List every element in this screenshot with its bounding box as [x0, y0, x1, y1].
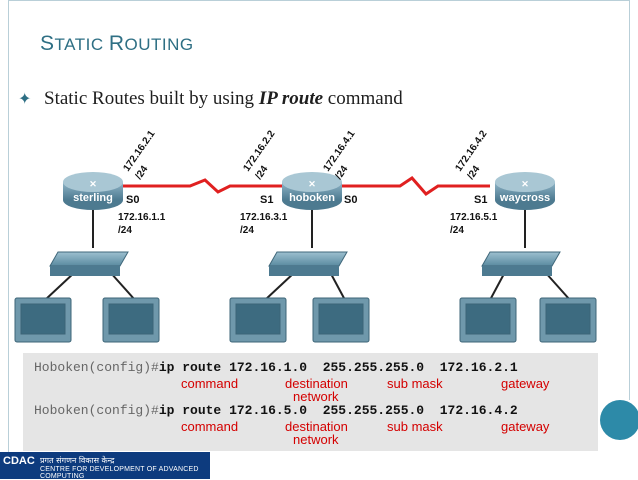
label-network: network [293, 432, 339, 447]
command-prompt: Hoboken(config)# [34, 360, 159, 375]
command-destination: 172.16.1.0 [229, 360, 308, 375]
router-ip-label: 172.16.5.1 [450, 212, 498, 223]
command-mask: 255.255.255.0 [322, 360, 425, 375]
interface-label: S1 [260, 194, 273, 206]
pc-icon [459, 297, 517, 343]
label-sub-mask: sub mask [387, 419, 443, 434]
switch-pc-links [44, 271, 571, 301]
interface-label: S0 [126, 194, 139, 206]
label-command: command [181, 376, 239, 391]
router-name-hoboken: hoboken [289, 192, 335, 204]
router-ip-label: 172.16.3.1 [240, 212, 288, 223]
command-line-2: Hoboken(config)#ip route 172.16.5.0 255.… [34, 403, 518, 418]
pc-icon [539, 297, 597, 343]
interface-label: S0 [344, 194, 357, 206]
bullet-icon: ✦ [18, 91, 32, 108]
command-keyword: ip route [158, 403, 222, 418]
router-name-sterling: sterling [73, 192, 113, 204]
label-gateway: gateway [501, 376, 550, 391]
command-mask: 255.255.255.0 [322, 403, 425, 418]
label-destination: destination [285, 376, 348, 391]
svg-text:✕: ✕ [308, 179, 316, 189]
router-name-waycross: waycross [499, 192, 550, 204]
bullet-suffix: command [323, 88, 403, 109]
svg-text:✕: ✕ [521, 179, 529, 189]
switch-icon [481, 251, 561, 276]
pc-icon [229, 297, 287, 343]
svg-text:✕: ✕ [89, 179, 97, 189]
command-destination: 172.16.5.0 [229, 403, 308, 418]
serial-link-1 [118, 178, 285, 194]
command-keyword: ip route [158, 360, 222, 375]
router-mask-label: /24 [118, 225, 132, 236]
label-command: command [181, 419, 239, 434]
pc-icon [102, 297, 160, 343]
top-border-line [8, 0, 630, 1]
label-destination: destination [285, 419, 348, 434]
left-border-line [8, 0, 9, 479]
label-gateway: gateway [501, 419, 550, 434]
cdac-logo: CDAC [3, 455, 35, 467]
router-mask-label: /24 [240, 225, 254, 236]
bullet-text: Static Routes built by using IP route co… [44, 88, 403, 110]
interface-label: S1 [474, 194, 487, 206]
pc-icon [312, 297, 370, 343]
bullet-emphasis: IP route [258, 88, 324, 109]
link-mask-label: /24 [253, 164, 270, 182]
command-gateway: 172.16.2.1 [439, 360, 518, 375]
decorative-circle [600, 400, 638, 440]
router-icon: ✕ [282, 172, 342, 210]
serial-link-2 [340, 176, 490, 196]
label-sub-mask: sub mask [387, 376, 443, 391]
switch-icon [49, 251, 129, 276]
network-diagram: ✕ ✕ ✕ sterling hoboken waycross S0 S1 S0… [14, 128, 597, 343]
footer-english-text: CENTRE FOR DEVELOPMENT OF ADVANCED COMPU… [40, 466, 199, 480]
link-mask-label: /24 [133, 164, 150, 182]
right-border-line [629, 0, 630, 400]
title-initial-2: R [108, 32, 125, 55]
router-icon: ✕ [495, 172, 555, 210]
pc-icon [14, 297, 72, 343]
bullet-prefix: Static Routes built by using [44, 88, 259, 109]
switch-icon [268, 251, 348, 276]
footer-logo-bar: CDAC प्रगत संगणन विकास केन्द्र CENTRE FO… [0, 452, 210, 480]
title-rest-1: TATIC [54, 35, 109, 54]
label-network: network [293, 389, 339, 404]
router-mask-label: /24 [450, 225, 464, 236]
link-mask-label: /24 [465, 164, 482, 182]
router-ip-label: 172.16.1.1 [118, 212, 166, 223]
command-box: Hoboken(config)#ip route 172.16.1.0 255.… [23, 353, 598, 451]
title-rest-2: OUTING [124, 35, 194, 54]
slide-title: STATIC ROUTING [40, 32, 194, 56]
router-icon: ✕ [63, 172, 123, 210]
bullet-point: ✦ Static Routes built by using IP route … [18, 86, 403, 112]
command-prompt: Hoboken(config)# [34, 403, 159, 418]
title-initial-1: S [40, 32, 55, 55]
footer-hindi-text: प्रगत संगणन विकास केन्द्र [40, 456, 115, 465]
command-gateway: 172.16.4.2 [439, 403, 518, 418]
command-line-1: Hoboken(config)#ip route 172.16.1.0 255.… [34, 360, 518, 375]
